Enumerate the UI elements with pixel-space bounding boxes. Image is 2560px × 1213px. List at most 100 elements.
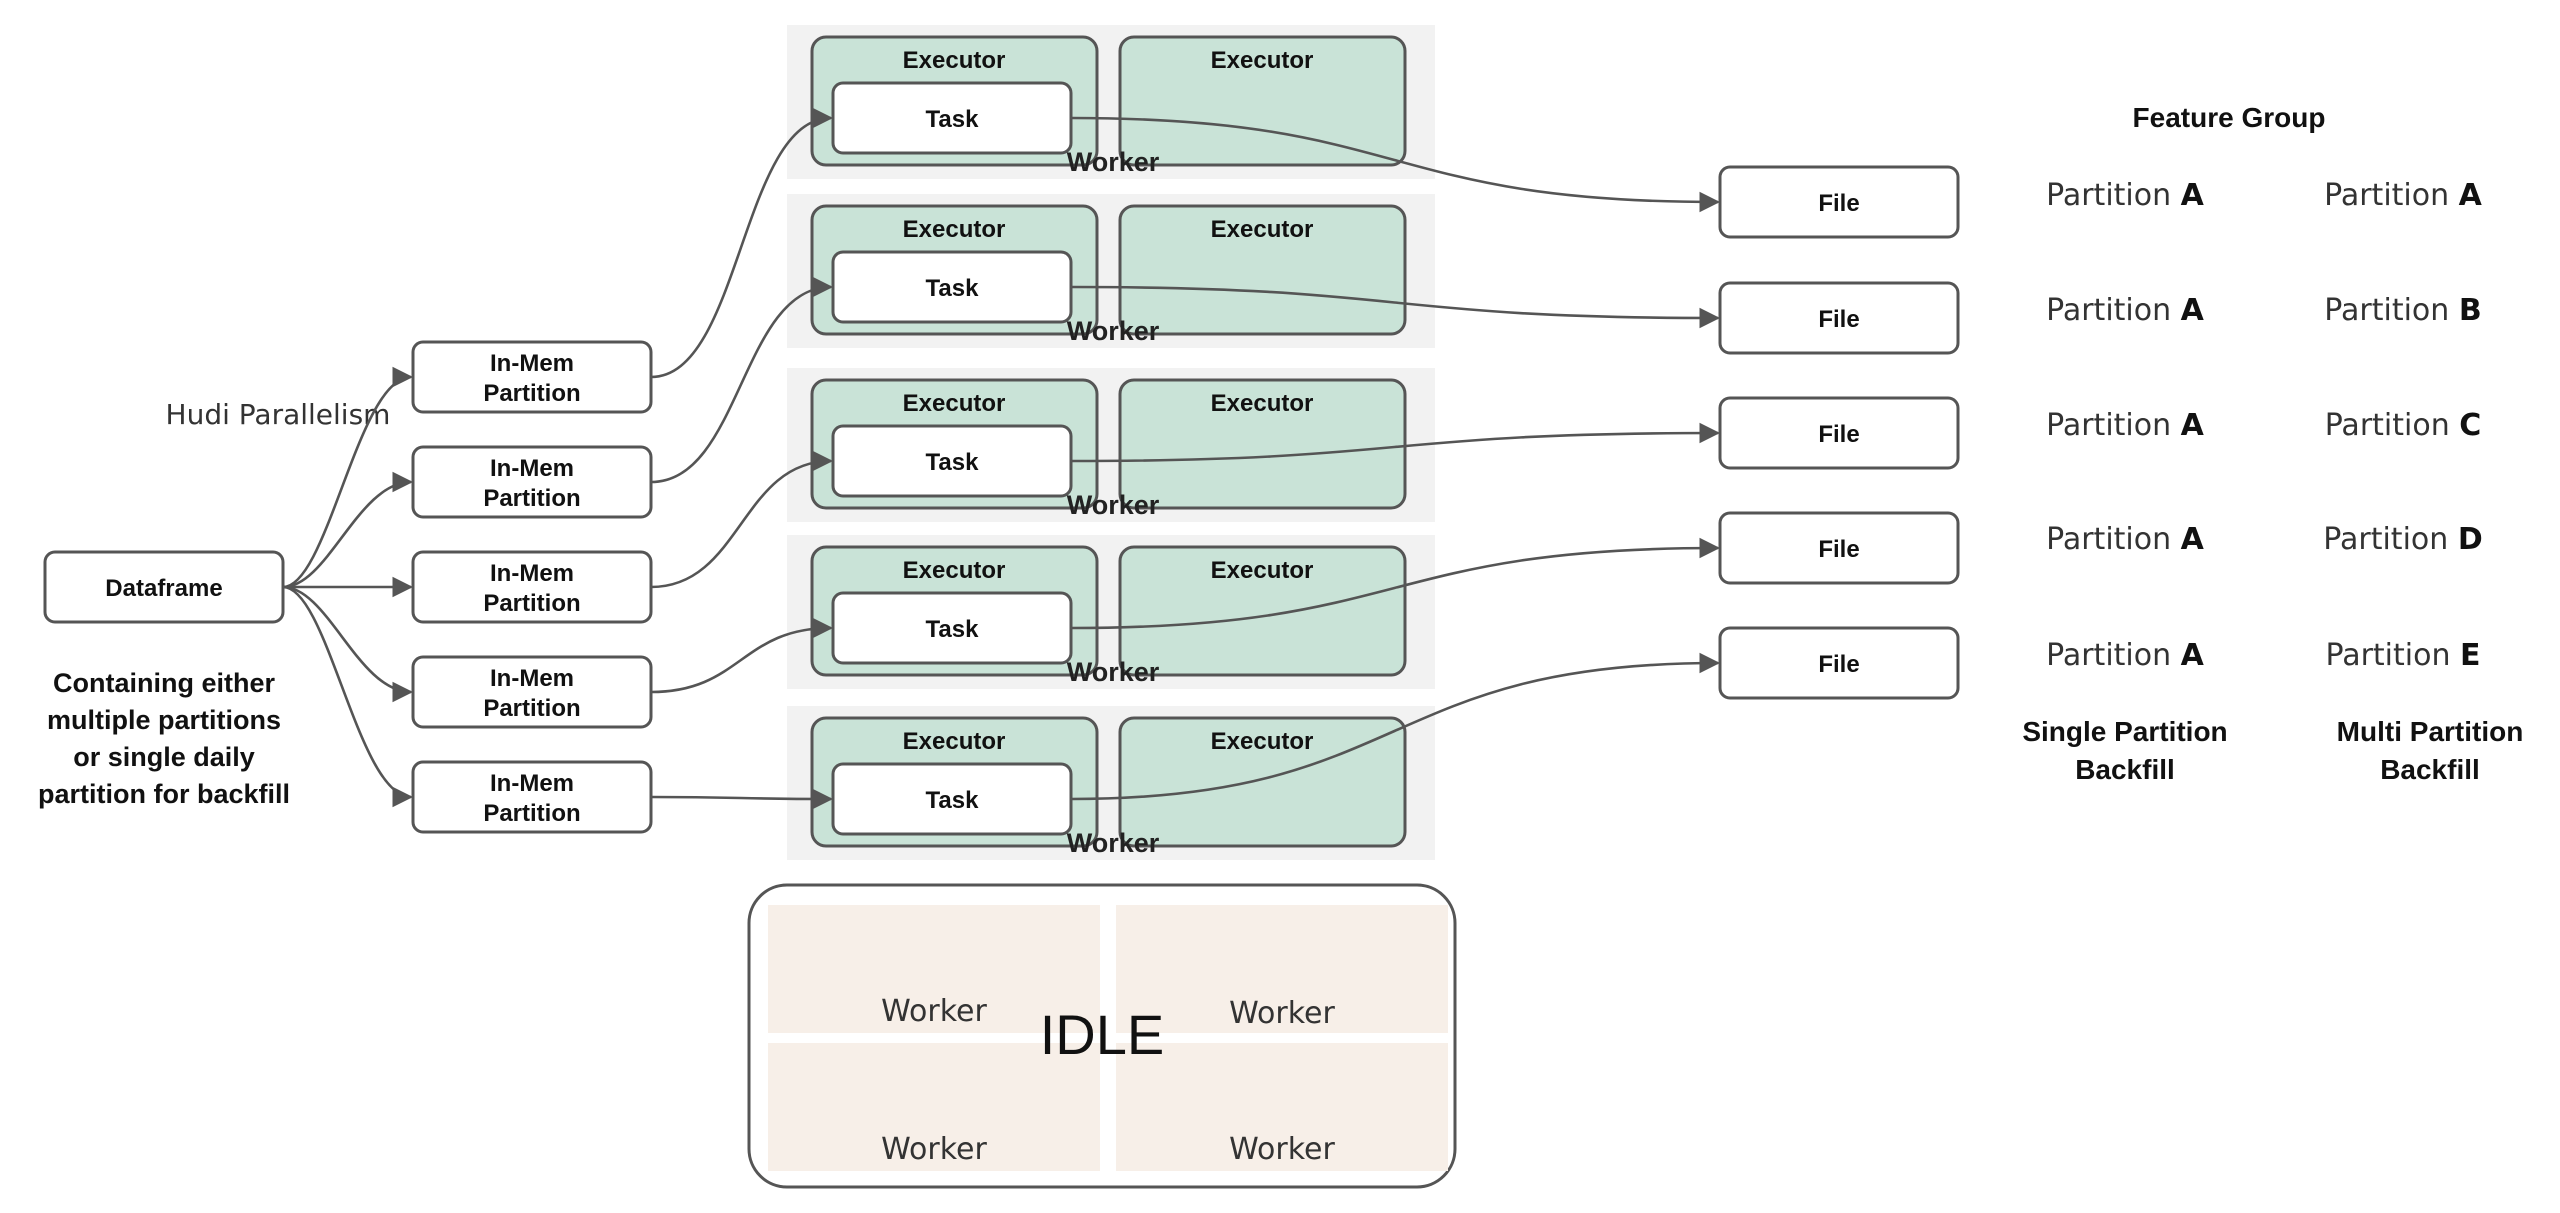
executor-label: Executor xyxy=(903,47,1006,74)
executor-label: Executor xyxy=(903,216,1006,243)
executor-label: Executor xyxy=(1211,390,1314,417)
dataframe-to-partition-arrow xyxy=(282,471,414,589)
idle-label: IDLE xyxy=(1040,1003,1165,1066)
executor-box xyxy=(1118,545,1407,677)
task-label: Task xyxy=(926,275,980,302)
multi-partition-label: Partition C xyxy=(2325,408,2482,443)
file-node: File xyxy=(1718,396,1960,470)
dataframe-label: Dataframe xyxy=(105,575,222,602)
dataframe-caption-line: multiple partitions xyxy=(47,705,281,735)
idle-cluster: Worker Worker Worker Worker IDLE xyxy=(747,883,1457,1189)
partitions-layer: In-MemPartitionIn-MemPartitionIn-MemPart… xyxy=(411,340,653,834)
partition-letter: C xyxy=(2459,408,2481,443)
executor-box xyxy=(1118,35,1407,167)
partition-label: In-Mem xyxy=(490,770,574,797)
task-label: Task xyxy=(926,449,980,476)
single-partition-caption: Backfill xyxy=(2075,754,2175,785)
dataframe-node: Dataframe xyxy=(43,550,285,624)
file-node: File xyxy=(1718,281,1960,355)
single-partition-label: Partition A xyxy=(2046,638,2205,673)
partition-letter: A xyxy=(2181,408,2205,443)
feature-group: Feature Group Partition A Partition A Part… xyxy=(2022,102,2523,785)
feature-group-title: Feature Group xyxy=(2133,102,2326,133)
partition-letter: E xyxy=(2460,638,2481,673)
executor-label: Executor xyxy=(1211,728,1314,755)
worker-label: Worker xyxy=(1067,316,1160,346)
worker-label: Worker xyxy=(1067,147,1160,177)
task-to-file-arrow xyxy=(1070,537,1721,630)
partition-label: Partition xyxy=(483,380,580,407)
executor-label: Executor xyxy=(1211,557,1314,584)
idle-worker-label: Worker xyxy=(881,1132,987,1167)
partition-letter: B xyxy=(2459,293,2482,328)
executor-label: Executor xyxy=(903,390,1006,417)
partition-to-task-arrow xyxy=(650,617,834,694)
partition-to-task-arrow xyxy=(650,107,834,379)
partition-label: In-Mem xyxy=(490,455,574,482)
partition-to-task-arrow xyxy=(650,276,834,484)
partition-to-task-arrow xyxy=(650,788,834,810)
partition-to-task-arrow xyxy=(650,450,834,589)
partition-letter: A xyxy=(2181,293,2205,328)
executor-box xyxy=(1118,204,1407,336)
hudi-parallelism-label: Hudi Parallelism xyxy=(166,398,391,431)
idle-worker-label: Worker xyxy=(1229,996,1335,1031)
partition-label: In-Mem xyxy=(490,350,574,377)
executor-box xyxy=(1118,716,1407,848)
executor-label: Executor xyxy=(903,557,1006,584)
partition-label: Partition xyxy=(483,485,580,512)
task-to-file-arrow xyxy=(1070,285,1721,329)
task-label: Task xyxy=(926,787,980,814)
dataframe-caption-line: Containing either xyxy=(53,668,275,698)
dataframe-to-partition-arrow xyxy=(282,366,414,589)
arrows-layer xyxy=(282,107,1721,810)
file-label: File xyxy=(1818,306,1859,333)
file-label: File xyxy=(1818,651,1859,678)
partition-letter: A xyxy=(2181,522,2205,557)
partition-label: Partition xyxy=(483,590,580,617)
dataframe-to-partition-arrow xyxy=(282,585,414,808)
executor-label: Executor xyxy=(903,728,1006,755)
single-partition-caption: Single Partition xyxy=(2022,716,2227,747)
partition-letter: A xyxy=(2181,178,2205,213)
partition-label: In-Mem xyxy=(490,665,574,692)
multi-partition-label: Partition B xyxy=(2324,293,2481,328)
file-label: File xyxy=(1818,536,1859,563)
worker-label: Worker xyxy=(1067,490,1160,520)
single-partition-label: Partition A xyxy=(2046,178,2205,213)
multi-partition-label: Partition E xyxy=(2325,638,2480,673)
file-label: File xyxy=(1818,190,1859,217)
multi-partition-caption: Multi Partition xyxy=(2337,716,2524,747)
worker-label: Worker xyxy=(1067,657,1160,687)
dataframe-caption-line: partition for backfill xyxy=(38,779,290,809)
partition-label: Partition xyxy=(483,695,580,722)
worker-label: Worker xyxy=(1067,828,1160,858)
executor-box xyxy=(1118,378,1407,510)
dataframe-to-partition-arrow xyxy=(282,585,414,703)
task-label: Task xyxy=(926,616,980,643)
single-partition-label: Partition A xyxy=(2046,522,2205,557)
task-to-file-arrow xyxy=(1070,422,1721,463)
partition-label: Partition xyxy=(483,800,580,827)
file-node: File xyxy=(1718,626,1960,700)
partition-letter: D xyxy=(2458,522,2483,557)
task-to-file-arrow xyxy=(1070,116,1721,213)
partition-letter: A xyxy=(2181,638,2205,673)
dataframe-caption-line: or single daily xyxy=(73,742,255,772)
executor-label: Executor xyxy=(1211,47,1314,74)
multi-partition-label: Partition A xyxy=(2324,178,2483,213)
idle-worker-label: Worker xyxy=(881,994,987,1029)
partition-label: In-Mem xyxy=(490,560,574,587)
